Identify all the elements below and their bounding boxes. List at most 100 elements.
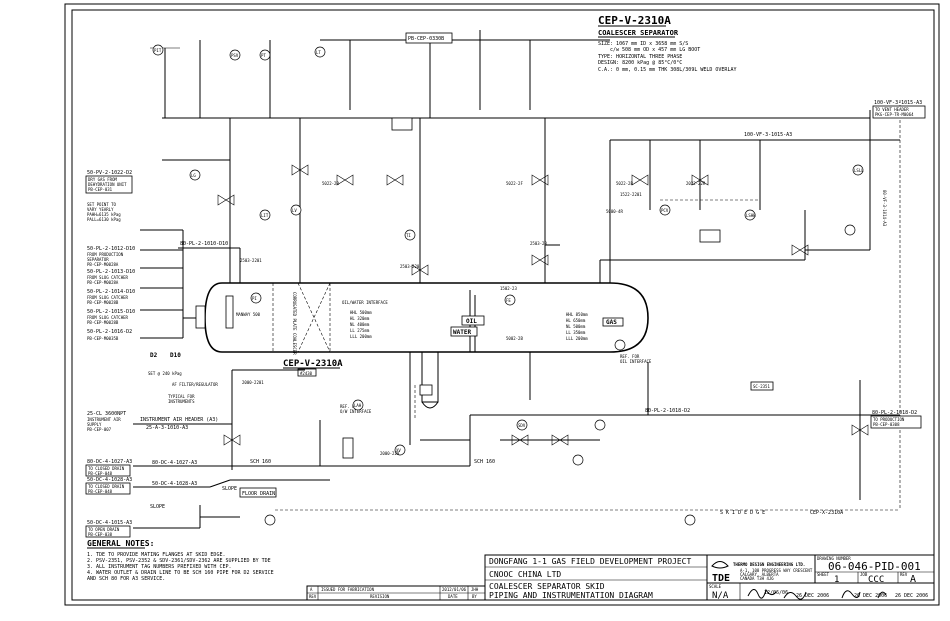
svg-text:LL 275mm: LL 275mm: [350, 328, 370, 333]
slope-label-2: SLOPE: [150, 504, 165, 510]
svg-text:A-1, 108 PROGRESS WAY CRESCENT: A-1, 108 PROGRESS WAY CRESCENT: [740, 568, 813, 573]
vessel-corrosion: C.A.: 0 mm, 0.15 mm THK 308L/309L WELD O…: [598, 67, 736, 73]
air-filter-label: AF FILTER/REGULATOR: [172, 382, 218, 387]
sch-label: SCH 160: [250, 459, 271, 465]
svg-text:PT: PT: [261, 53, 266, 58]
air-header-label: INSTRUMENT AIR HEADER (A3): [140, 417, 218, 423]
notes-title: GENERAL NOTES:: [87, 539, 154, 548]
sch-label-2: SCH 160: [474, 459, 495, 465]
line-80vf: 80-VF-3-1014-A3: [882, 190, 887, 227]
svg-text:LIT: LIT: [261, 213, 269, 218]
svg-text:LLL 200mm: LLL 200mm: [566, 336, 588, 341]
svg-text:5000-4R: 5000-4R: [606, 209, 623, 214]
svg-text:LT: LT: [316, 50, 321, 55]
svg-text:TI: TI: [406, 233, 411, 238]
svg-text:SHEET: SHEET: [817, 572, 830, 577]
title-block: A ISSUED FOR FABRICATION 2012/01/06 JHH …: [306, 554, 935, 601]
svg-text:1522-2201: 1522-2201: [620, 192, 642, 197]
svg-text:2012/01/06: 2012/01/06: [442, 587, 467, 592]
svg-text:5022-2F: 5022-2F: [506, 181, 523, 186]
d2-label: D2: [150, 352, 158, 359]
plate-coalescer-label: CORRUGATED PLATE COALESCER: [292, 292, 297, 355]
svg-text:2. PSV-2351, PSV-2352 & SDV-23: 2. PSV-2351, PSV-2352 & SDV-2361/SDV-236…: [87, 558, 271, 564]
svg-text:DRAWING NUMBER: DRAWING NUMBER: [817, 556, 851, 561]
oil-label: OIL: [466, 318, 477, 325]
coalescer-vessel: MANWAY 500 CORRUGATED PLATE COALESCER OI…: [195, 282, 649, 409]
svg-text:REV: REV: [900, 572, 908, 577]
svg-text:CANADA T3H 4J6: CANADA T3H 4J6: [740, 576, 774, 581]
svg-text:LG: LG: [191, 173, 196, 178]
svg-text:2022-22R: 2022-22R: [686, 181, 706, 186]
svg-text:PB-CEP-007: PB-CEP-007: [87, 427, 112, 432]
signature-4: [877, 591, 887, 599]
skid-edge-label: S K I D E D G E: [720, 510, 765, 516]
gas-label: GAS: [606, 319, 617, 326]
svg-text:DEHYDRATION UNIT: DEHYDRATION UNIT: [88, 182, 127, 187]
vessel-drawing-subtag: #2430: [300, 371, 313, 376]
svg-text:2503-23: 2503-23: [530, 241, 547, 246]
main-inlet-line: 80-PL-2-1010-D10: [180, 241, 228, 247]
svg-text:REF. FOR: REF. FOR: [620, 354, 640, 359]
svg-text:SDV: SDV: [518, 423, 526, 428]
svg-text:PB-CEP-0308: PB-CEP-0308: [873, 422, 900, 427]
svg-text:NL 400mm: NL 400mm: [350, 322, 370, 327]
svg-text:PSV: PSV: [231, 53, 239, 58]
svg-text:DRY GAS FROM: DRY GAS FROM: [88, 177, 117, 182]
process-lines: [133, 30, 901, 529]
svg-text:FE: FE: [506, 298, 511, 303]
svg-text:2000-2201: 2000-2201: [242, 380, 264, 385]
set-air-label: SET @ 240 kPag: [148, 371, 182, 376]
signature-1: [747, 588, 777, 599]
svg-text:26 DEC 2006: 26 DEC 2006: [895, 593, 928, 599]
svg-text:OIL INTERFACE: OIL INTERFACE: [620, 359, 652, 364]
svg-text:PALL=6130 kPag: PALL=6130 kPag: [87, 217, 121, 222]
slope-label: SLOPE: [222, 486, 237, 492]
top-pb-label: PB-CEP-0330B: [408, 36, 444, 42]
air-line: 25-A-3-1010-A3: [146, 425, 188, 431]
sheet-number: 1: [834, 575, 839, 585]
vessel-drawing-tag: CEP-V-2310A: [283, 359, 343, 369]
instrument-bubbles: PIT PSV PT LT LG LIT LV PI TI FE PCV LSH…: [152, 44, 864, 526]
revision-letter: A: [910, 574, 916, 585]
svg-text:REV: REV: [309, 594, 317, 599]
inner-border: [71, 9, 935, 601]
skid-tag: CEP-X-2310A: [810, 510, 843, 516]
svg-text:5022-2B: 5022-2B: [616, 181, 633, 186]
svg-text:PIT: PIT: [154, 48, 162, 53]
svg-text:12/06/06: 12/06/06: [764, 590, 788, 596]
svg-text:INSTRUMENTS: INSTRUMENTS: [168, 399, 195, 404]
drawing-number: 06-046-PID-001: [828, 560, 921, 573]
drain-line-2: 50-DC-4-1028-A3: [87, 477, 132, 483]
svg-text:FROM PRODUCTION: FROM PRODUCTION: [87, 252, 124, 257]
svg-text:2503-220: 2503-220: [400, 264, 420, 269]
svg-text:PB-CEP-M0035B: PB-CEP-M0035B: [87, 336, 119, 341]
svg-text:SUPPLY: SUPPLY: [87, 422, 102, 427]
svg-text:REF. FOR: REF. FOR: [340, 404, 360, 409]
signature-3: [841, 590, 861, 599]
svg-text:5022-2R: 5022-2R: [322, 181, 339, 186]
svg-text:PB-CEP-M0028A: PB-CEP-M0028A: [87, 280, 119, 285]
svg-text:PB-CEP-048: PB-CEP-048: [88, 471, 113, 476]
svg-text:PB-CEP-038: PB-CEP-038: [88, 532, 113, 537]
svg-text:PB-CEP-M0028B: PB-CEP-M0028B: [87, 320, 119, 325]
svg-text:O/W INTERFACE: O/W INTERFACE: [340, 409, 372, 414]
svg-text:VARY YEARLY: VARY YEARLY: [87, 207, 114, 212]
gas-out-line: 100-VF-3-1015-A3: [744, 132, 792, 138]
svg-text:BY: BY: [472, 594, 477, 599]
valves: [217, 117, 869, 459]
vessel-tag-header: CEP-V-2310A: [598, 14, 671, 27]
svg-text:HL 650mm: HL 650mm: [566, 318, 586, 323]
svg-text:5002-2B: 5002-2B: [506, 336, 523, 341]
floor-drain-label: FLOOR DRAIN: [242, 491, 275, 497]
svg-text:JHH: JHH: [471, 587, 479, 592]
svg-text:LV: LV: [292, 208, 297, 213]
company-logo-icon: [711, 561, 729, 569]
svg-text:FROM SLUG CATCHER: FROM SLUG CATCHER: [87, 315, 129, 320]
svg-text:PB-CEP-M0028A: PB-CEP-M0028A: [87, 262, 119, 267]
svg-text:TO PRODUCTION: TO PRODUCTION: [873, 417, 905, 422]
svg-text:PCV: PCV: [661, 208, 669, 213]
svg-text:INSTRUMENT AIR: INSTRUMENT AIR: [87, 417, 121, 422]
drain-mid-label: 80-DC-4-1027-A3: [152, 460, 197, 466]
vessel-design: DESIGN: 8200 kPag @ 85°C/0°C: [598, 60, 682, 66]
